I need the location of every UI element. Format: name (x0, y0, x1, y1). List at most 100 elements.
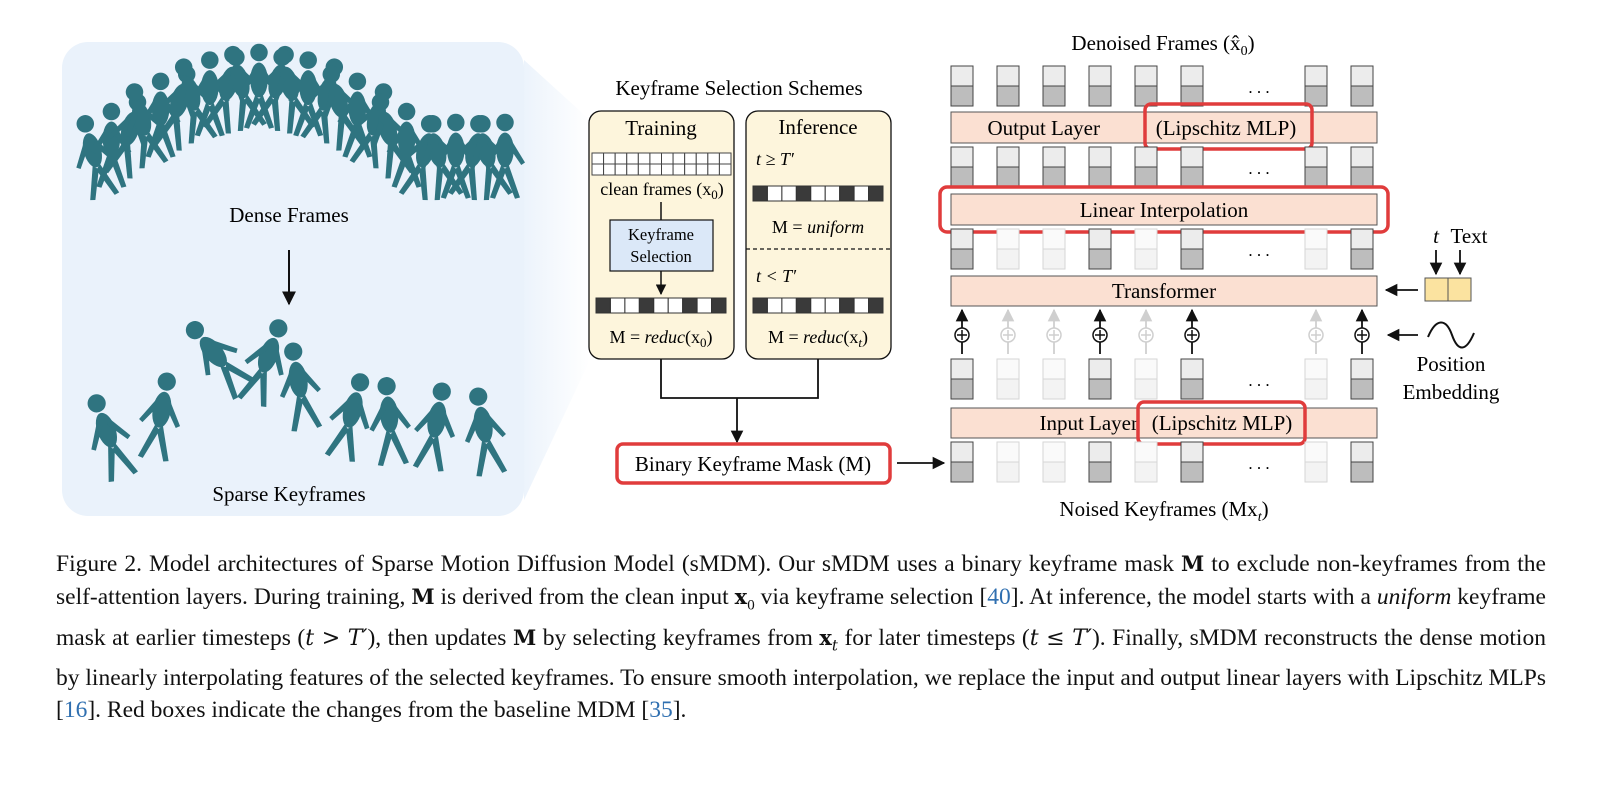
token-lower (1304, 166, 1328, 188)
frame-cell (661, 152, 674, 165)
clean-frames-label: clean frames (x0) (600, 179, 723, 202)
token-lower (996, 85, 1020, 107)
token-upper (1350, 228, 1374, 250)
token-lower (1134, 248, 1158, 270)
token-upper (1304, 65, 1328, 87)
frame-cell (672, 152, 686, 165)
token-lower (1042, 378, 1066, 400)
token-upper (1350, 146, 1374, 168)
caption-math-x0: x (734, 583, 748, 609)
caption-math-M: M (1181, 551, 1205, 576)
token-lower (1042, 461, 1066, 483)
frame-cell (603, 163, 616, 176)
inference-uniform-mask-strip (752, 185, 884, 202)
citation-link[interactable]: 16 (63, 697, 88, 724)
token-upper (1134, 441, 1158, 463)
text-condition-label: Text (1450, 224, 1487, 248)
frame-cell (824, 297, 841, 314)
citation-link[interactable]: 40 (987, 583, 1011, 610)
token-upper (950, 358, 974, 380)
noised-keyframes-label: Noised Keyframes (Mxt) (1059, 497, 1268, 525)
caption-math-sub: t (831, 636, 838, 655)
linear-interpolation-label: Linear Interpolation (1080, 198, 1249, 222)
token-upper (950, 65, 974, 87)
token-lower (996, 248, 1020, 270)
training-title: Training (625, 116, 697, 140)
token-lower (950, 85, 974, 107)
token-upper (1088, 228, 1112, 250)
frame-cell (868, 297, 884, 314)
inference-condition-lower: t < T′ (756, 266, 797, 286)
citation-link[interactable]: 35 (649, 697, 673, 724)
token-lower (1350, 461, 1374, 483)
caption-text: ]. At inference, the model starts with a (1010, 583, 1377, 610)
token-ellipsis: . . . (1248, 454, 1269, 473)
caption-math-condition: t > T′ (305, 625, 368, 651)
frame-cell (667, 297, 684, 314)
inference-condition-upper: t ≥ T′ (756, 149, 795, 169)
frame-cell (781, 185, 797, 202)
caption-math-M: M (512, 624, 537, 650)
schemes-title: Keyframe Selection Schemes (615, 76, 862, 100)
token-upper (996, 228, 1020, 250)
transformer-output-token-row: . . . (950, 228, 1374, 270)
caption-text: ), then updates (367, 624, 513, 651)
token-upper (1304, 358, 1328, 380)
frame-cell (591, 152, 605, 165)
token-lower (996, 166, 1020, 188)
frame-cell (684, 163, 697, 176)
caption-italic-uniform: uniform (1376, 583, 1452, 610)
inference-mask-lower-formula: M = reduc(xt) (768, 327, 868, 350)
frame-cell (682, 297, 698, 314)
frame-cell (649, 152, 663, 165)
output-layer-red-box (1143, 102, 1314, 151)
token-lower (1134, 166, 1158, 188)
input-layer-red-box (1136, 400, 1307, 446)
frame-cell (637, 152, 651, 165)
keyframe-selection-line1: Keyframe (628, 225, 694, 244)
frame-cell (868, 185, 884, 202)
frame-cell (810, 297, 826, 314)
frame-cell (649, 163, 663, 176)
frame-cell (609, 297, 626, 314)
token-lower (1180, 248, 1204, 270)
frame-cell (672, 163, 686, 176)
token-lower (1088, 166, 1112, 188)
input-layer-label: Input Layer (1039, 411, 1138, 435)
interpolated-token-row: . . . (950, 146, 1374, 188)
frame-cell (711, 297, 727, 314)
timestep-token (1424, 277, 1449, 302)
token-lower (1180, 378, 1204, 400)
frame-cell (795, 297, 812, 314)
token-upper (996, 358, 1020, 380)
token-upper (1304, 146, 1328, 168)
token-lower (1304, 248, 1328, 270)
frame-cell (626, 163, 639, 176)
token-upper (1042, 146, 1066, 168)
token-lower (1350, 166, 1374, 188)
caption-text: Figure 2. Model architectures of Sparse … (56, 551, 1182, 577)
token-upper (1304, 228, 1328, 250)
frame-cell (766, 185, 783, 202)
inference-reduced-mask-strip (752, 297, 884, 314)
position-embedding-additions (954, 308, 1370, 354)
inference-title: Inference (778, 115, 857, 139)
keyframe-selection-schemes: Keyframe Selection Schemes Training clea… (588, 76, 946, 485)
sparse-keyframes-label: Sparse Keyframes (212, 482, 365, 506)
token-ellipsis: . . . (1248, 78, 1269, 97)
token-upper (996, 146, 1020, 168)
caption-math-xt: x (819, 624, 832, 650)
token-lower (996, 461, 1020, 483)
token-lower (1134, 461, 1158, 483)
token-upper (1180, 228, 1204, 250)
token-upper (1088, 146, 1112, 168)
frame-cell (653, 297, 669, 314)
caption-text: is derived from the clean input (434, 583, 735, 610)
frame-cell (766, 297, 783, 314)
token-upper (1180, 441, 1204, 463)
frame-cell (810, 185, 826, 202)
frame-cell (595, 297, 611, 314)
caption-math-condition: t ≤ T′ (1029, 625, 1092, 651)
binary-mask-box (615, 442, 892, 485)
transformer-layer (950, 275, 1378, 307)
